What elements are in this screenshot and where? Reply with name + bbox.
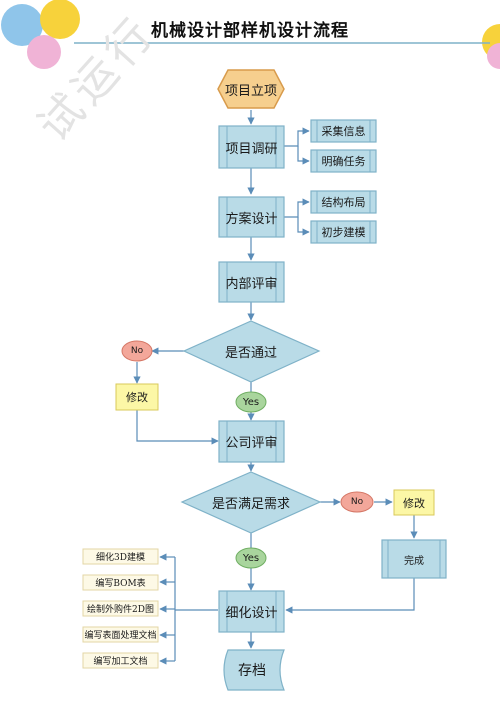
scheme-design-node: 方案设计 — [225, 211, 278, 227]
decorative-circles-left — [1, 0, 80, 69]
no-ellipse-1 — [121, 340, 153, 362]
page-title: 机械设计部样机设计流程 — [151, 21, 349, 41]
archive-node: 存档 — [238, 663, 266, 679]
detail-task-item: 编写表面处理文档 — [84, 631, 157, 641]
initial-modeling-node: 初步建模 — [321, 226, 366, 239]
process-boxes — [218, 119, 447, 633]
complete-node: 完成 — [404, 555, 424, 567]
detail-task-item: 编写BOM表 — [95, 579, 146, 589]
detail-task-shapes — [82, 548, 159, 669]
decorative-circles-right — [482, 24, 500, 69]
detail-task-item: 细化3D建模 — [96, 553, 145, 563]
start-node: 项目立项 — [224, 83, 277, 99]
pass-decision-node: 是否通过 — [224, 345, 277, 361]
collect-info-node: 采集信息 — [321, 125, 366, 138]
requirement-decision-node: 是否满足需求 — [211, 496, 290, 512]
process-box-bars — [226, 120, 441, 632]
company-review-node: 公司评审 — [225, 436, 278, 451]
no-label-2: No — [350, 497, 364, 507]
modify-note-1-shape — [115, 383, 159, 411]
structure-layout-node: 结构布局 — [321, 196, 366, 209]
detail-task-item: 编写加工文档 — [93, 657, 148, 667]
connectors — [133, 110, 418, 665]
detail-task-item: 绘制外购件2D图 — [87, 605, 154, 615]
no-label-1: No — [130, 346, 144, 356]
archive-shape — [223, 649, 285, 691]
yes-label-2: Yes — [242, 552, 260, 564]
no-ellipse-2 — [340, 491, 374, 513]
yes-ellipse-1 — [235, 391, 267, 413]
modify-node-2: 修改 — [403, 496, 425, 510]
pass-decision-shape — [182, 320, 321, 383]
start-node-shape — [217, 69, 285, 109]
internal-review-node: 内部评审 — [225, 276, 278, 292]
define-tasks-node: 明确任务 — [321, 155, 366, 168]
research-node: 项目调研 — [225, 141, 278, 157]
yes-ellipse-2 — [235, 547, 267, 569]
yes-label-1: Yes — [242, 396, 260, 408]
detail-design-node: 细化设计 — [225, 606, 278, 621]
requirement-decision-shape — [180, 471, 322, 534]
modify-node-1: 修改 — [126, 391, 148, 404]
modify-note-2-shape — [393, 489, 435, 516]
